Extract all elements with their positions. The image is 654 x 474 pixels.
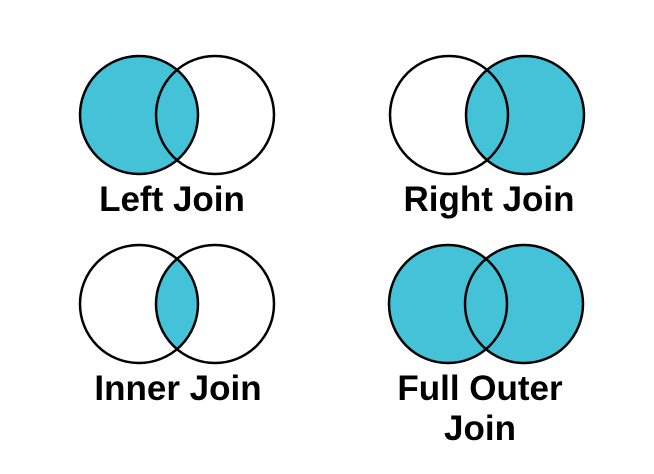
venn-cell-full-outer-join: Full Outer Join: [327, 237, 654, 474]
left-circle-outline: [388, 54, 510, 176]
label-line: Left Join: [99, 180, 245, 219]
venn-diagram-right-join: [388, 54, 586, 176]
intersection-lens-fill: [156, 258, 198, 350]
diagram-label-inner-join: Inner Join: [58, 369, 298, 409]
left-circle-outline: [78, 243, 200, 365]
intersection-lens-fill: [156, 69, 198, 161]
label-line: Full Outer: [397, 369, 563, 408]
venn-cell-right-join: Right Join: [327, 0, 654, 237]
left-circle-outline: [387, 243, 509, 365]
intersection-lens-fill: [465, 258, 507, 350]
venn-diagram-full-outer-join: [387, 243, 585, 365]
right-circle-outline: [464, 54, 586, 176]
label-line: Right Join: [403, 180, 575, 219]
diagram-label-left-join: Left Join: [52, 180, 292, 220]
diagram-label-full-outer-join: Full Outer Join: [360, 369, 600, 449]
diagram-label-right-join: Right Join: [369, 180, 609, 220]
label-line: Inner Join: [94, 369, 262, 408]
venn-cell-left-join: Left Join: [0, 0, 327, 237]
right-circle-outline: [154, 54, 276, 176]
intersection-lens-fill: [466, 69, 508, 161]
venn-diagram-left-join: [78, 54, 276, 176]
right-circle-outline: [463, 243, 585, 365]
left-circle-outline: [78, 54, 200, 176]
venn-diagram-inner-join: [78, 243, 276, 365]
venn-cell-inner-join: Inner Join: [0, 237, 327, 474]
label-line: Join: [444, 409, 516, 448]
right-circle-outline: [154, 243, 276, 365]
